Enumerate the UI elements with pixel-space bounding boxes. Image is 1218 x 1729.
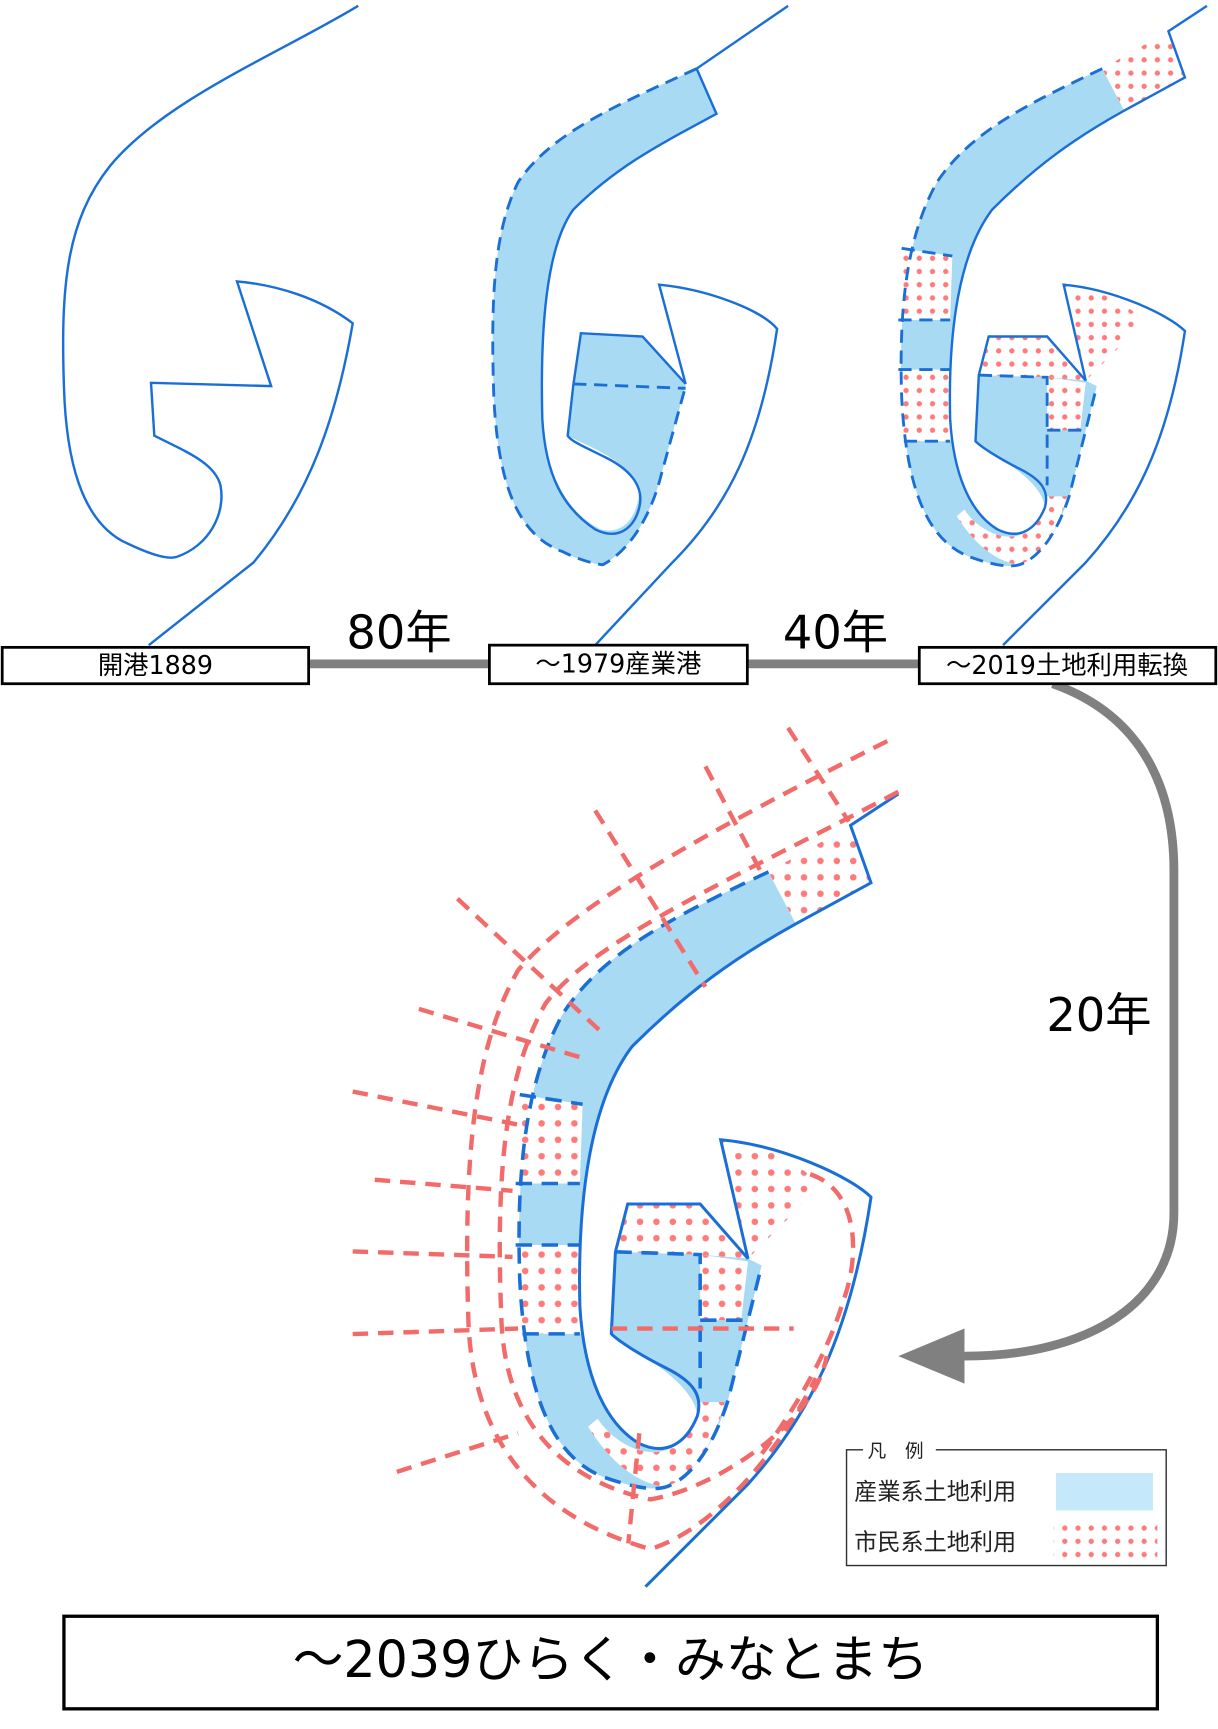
map-1979 [491, 4, 789, 646]
arrow-head-icon [898, 1328, 965, 1384]
future-title: ～2039ひらく・みなとまち [293, 1630, 929, 1689]
legend-label-civic: 市民系土地利用 [854, 1530, 1016, 1556]
legend-title: 凡 例 [867, 1442, 923, 1463]
map-2039 [352, 726, 901, 1589]
map-2019 [896, 4, 1209, 647]
stage-label-text: ～2019土地利用転換 [946, 650, 1188, 680]
stage-label-1979: ～1979産業港 [488, 643, 749, 686]
legend-label-industrial: 産業系土地利用 [854, 1479, 1016, 1505]
timeline-connector [308, 659, 1179, 1384]
map-1889 [61, 4, 359, 647]
interval-40: 40年 [783, 605, 888, 659]
legend-swatch-industrial [1055, 1472, 1153, 1511]
stage-label-1889: 開港1889 [0, 645, 311, 686]
planned-roads [352, 726, 900, 1552]
interval-20: 20年 [1046, 988, 1151, 1042]
future-title-box: ～2039ひらく・みなとまち [62, 1614, 1160, 1711]
legend: 凡 例 産業系土地利用 市民系土地利用 [845, 1438, 1167, 1567]
interval-80: 80年 [346, 605, 451, 659]
stage-label-2019: ～2019土地利用転換 [917, 645, 1218, 686]
stage-label-text: 開港1889 [98, 650, 213, 680]
legend-swatch-civic [1053, 1519, 1158, 1562]
stage-label-text: ～1979産業港 [535, 649, 701, 679]
